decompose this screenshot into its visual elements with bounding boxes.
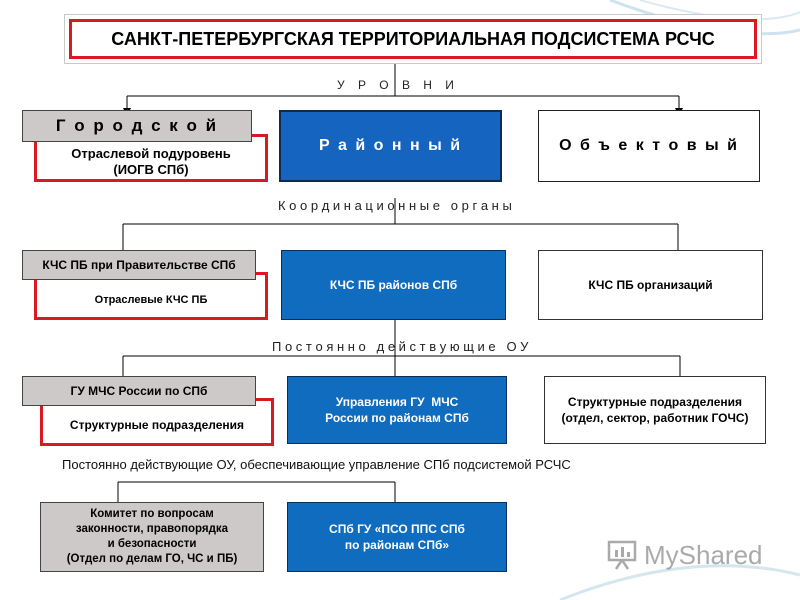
title-inner-frame: САНКТ-ПЕТЕРБУРГСКАЯ ТЕРРИТОРИАЛЬНАЯ ПОДС… xyxy=(69,19,757,59)
perm-mchs-sub-label: Структурные подразделения xyxy=(69,418,245,432)
coord-org-box: КЧС ПБ организаций xyxy=(538,250,763,320)
perm-org-label: Структурные подразделения (отдел, сектор… xyxy=(561,394,749,425)
pso-label: СПб ГУ «ПСО ППС СПб по районам СПб» xyxy=(329,521,465,552)
presentation-icon xyxy=(607,540,637,570)
object-level-label: О б ъ е к т о в ы й xyxy=(559,137,739,154)
perm-district-box: Управления ГУ МЧС России по районам СПб xyxy=(287,376,507,444)
coord-gov-box: КЧС ПБ при Правительстве СПб xyxy=(22,250,256,280)
city-sublevel-box: Отраслевой подуровень (ИОГВ СПб) xyxy=(34,134,268,182)
perm-mchs-label: ГУ МЧС России по СПб xyxy=(70,384,208,398)
levels-label: У Р О В Н И xyxy=(337,78,459,92)
perm-label: П о с т о я н н о д е й с т в у ю щ и е … xyxy=(272,339,529,354)
district-level-label: Р а й о н н ы й xyxy=(318,137,463,154)
page-title: САНКТ-ПЕТЕРБУРГСКАЯ ТЕРРИТОРИАЛЬНАЯ ПОДС… xyxy=(111,28,715,49)
perm-district-label: Управления ГУ МЧС России по районам СПб xyxy=(325,394,469,425)
coord-label: К о о р д и н а ц и о н н ы е о р г а н … xyxy=(278,198,512,213)
coord-gov-label: КЧС ПБ при Правительстве СПб xyxy=(42,258,236,272)
coord-gov-sub-box: Отраслевые КЧС ПБ xyxy=(34,272,268,320)
title-frame: САНКТ-ПЕТЕРБУРГСКАЯ ТЕРРИТОРИАЛЬНАЯ ПОДС… xyxy=(64,14,762,64)
watermark-text: MyShared xyxy=(644,539,763,570)
committee-label: Комитет по вопросам законности, правопор… xyxy=(66,508,238,565)
city-level-label: Г о р о д с к о й xyxy=(55,116,219,135)
committee-box: Комитет по вопросам законности, правопор… xyxy=(40,502,264,572)
object-level-box: О б ъ е к т о в ы й xyxy=(538,110,760,182)
mgmt-label: Постоянно действующие ОУ, обеспечивающие… xyxy=(62,457,571,472)
perm-mchs-box: ГУ МЧС России по СПб xyxy=(22,376,256,406)
perm-org-box: Структурные подразделения (отдел, сектор… xyxy=(544,376,766,444)
district-level-box: Р а й о н н ы й xyxy=(279,110,502,182)
coord-gov-sub-label: Отраслевые КЧС ПБ xyxy=(94,294,208,306)
coord-district-label: КЧС ПБ районов СПб xyxy=(329,278,458,292)
watermark-logo: MyShared xyxy=(606,535,763,575)
pso-box: СПб ГУ «ПСО ППС СПб по районам СПб» xyxy=(287,502,507,572)
city-sublevel-label: Отраслевой подуровень (ИОГВ СПб) xyxy=(71,145,231,177)
city-level-box: Г о р о д с к о й xyxy=(22,110,252,142)
coord-district-box: КЧС ПБ районов СПб xyxy=(281,250,506,320)
coord-org-label: КЧС ПБ организаций xyxy=(588,278,713,292)
